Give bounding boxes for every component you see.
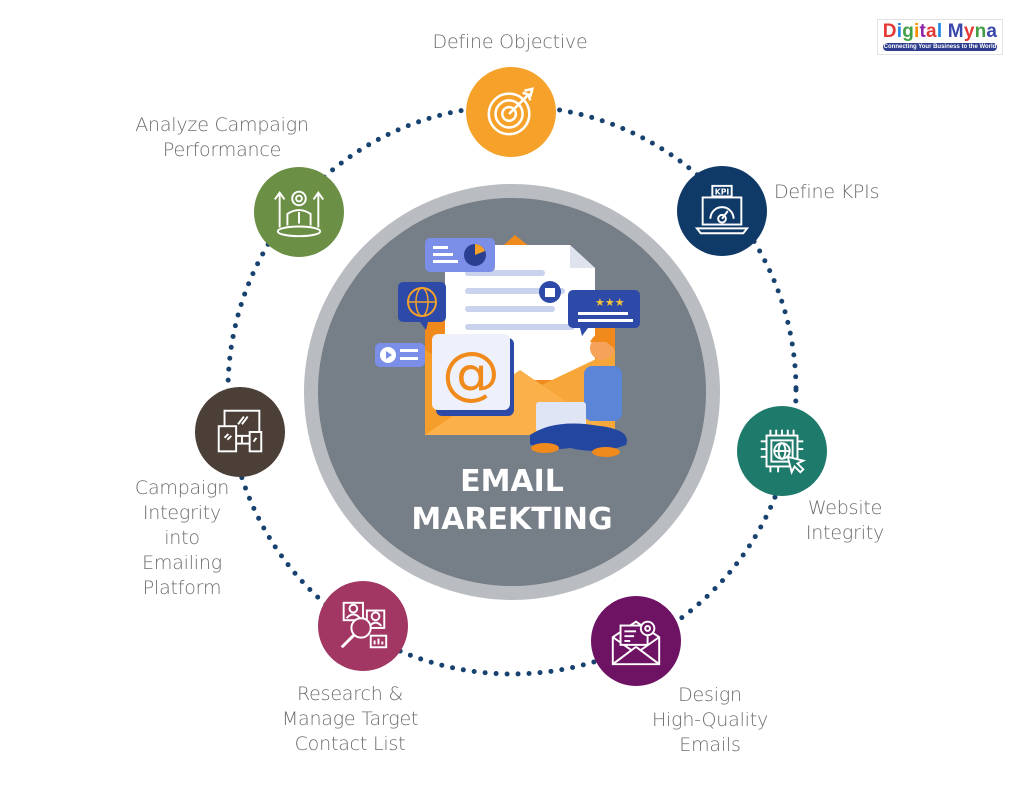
step-research-contacts (318, 581, 408, 671)
digital-myna-logo: Digital Myna Connecting Your Business to… (877, 19, 1003, 55)
logo-tagline: Connecting Your Business to the World (883, 43, 997, 51)
svg-text:KPI: KPI (715, 188, 730, 197)
step-label-define-objective: Define Objective (432, 31, 588, 53)
step-label-website-integrity: Website Integrity (805, 497, 885, 544)
step-label-design-emails: Design High-Quality Emails (651, 684, 769, 756)
step-analyze-performance (254, 167, 344, 257)
center-title-line1: EMAIL (460, 464, 564, 499)
search-people-icon (340, 601, 388, 649)
target-icon (487, 87, 534, 136)
step-design-emails (591, 596, 681, 686)
web-chip-cursor-icon (760, 429, 807, 476)
email-marketing-illustration: ★★★ @ (375, 235, 640, 457)
step-define-kpis: KPI (677, 166, 767, 256)
step-label-define-kpis: Define KPIs (774, 181, 880, 203)
step-label-analyze-performance: Analyze Campaign Performance (135, 114, 309, 161)
step-label-campaign-integrity: Campaign Integrity into Emailing Platfor… (134, 477, 230, 599)
open-envelope-icon (611, 620, 661, 666)
step-website-integrity (737, 406, 827, 496)
step-campaign-integrity (195, 387, 285, 477)
center-title-line2: MAREKTING (411, 502, 613, 537)
kpi-laptop-icon: KPI (694, 184, 750, 235)
step-define-objective (466, 67, 556, 157)
step-label-research-contacts: Research & Manage Target Contact List (281, 683, 419, 755)
logo-brand: Digital Myna (882, 21, 998, 42)
svg-text:★★★: ★★★ (595, 297, 625, 309)
growth-person-gear-icon (274, 190, 324, 238)
devices-icon (217, 409, 263, 453)
svg-text:@: @ (442, 339, 500, 407)
